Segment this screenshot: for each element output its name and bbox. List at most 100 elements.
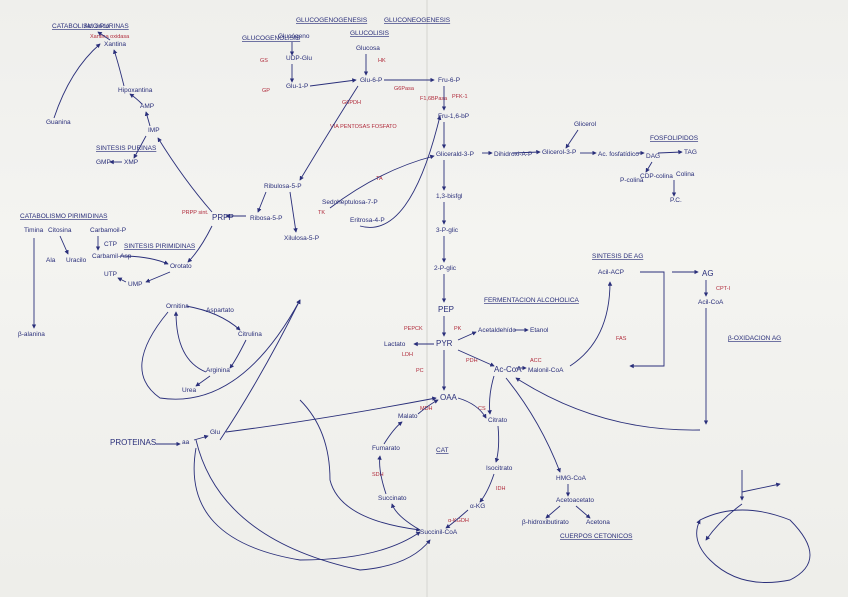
- node-ump: UMP: [128, 281, 142, 288]
- node-glu-6p: Glu-6-P: [360, 77, 382, 84]
- header-beta-oxidacion: β-OXIDACION AG: [728, 335, 781, 342]
- node-ac-urico: Ac. úrico: [84, 23, 110, 30]
- node-glicerol-3p: Glicerol-3-P: [542, 149, 576, 156]
- node-xmp: XMP: [124, 159, 138, 166]
- header-catabolismo-pirimidinas: CATABOLISMO PIRIMIDINAS: [20, 213, 108, 220]
- node-pep: PEP: [438, 305, 454, 314]
- header-fosfolipidos: FOSFOLIPIDOS: [650, 135, 699, 142]
- enzyme-mdh: MDH: [420, 406, 433, 412]
- node-acetona: Acetona: [586, 519, 610, 526]
- header-cuerpos-cetonicos: CUERPOS CETONICOS: [560, 533, 633, 540]
- node-pg3: 3-P-glic: [436, 227, 459, 234]
- node-fru-16bp: Fru-1,6-bP: [438, 113, 469, 120]
- header-fermentacion: FERMENTACION ALCOHOLICA: [484, 297, 580, 304]
- header-cat: CAT: [436, 447, 449, 454]
- node-glucogeno: Glucógeno: [278, 33, 310, 40]
- node-fru-6p: Fru-6-P: [438, 77, 460, 84]
- node-hipoxantina: Hipoxantina: [118, 87, 153, 94]
- header-via-pentosas: VIA PENTOSAS FOSFATO: [330, 124, 397, 130]
- node-gmp: GMP: [96, 159, 111, 166]
- node-glutamato: Glu: [210, 429, 221, 436]
- header-glucolisis: GLUCOLISIS: [350, 30, 390, 37]
- node-citrulina: Citrulina: [238, 331, 262, 338]
- node-ribosa-5p: Ribosa-5-P: [250, 215, 283, 222]
- enzyme-fas: FAS: [616, 336, 627, 342]
- node-isocitrato: Isocitrato: [486, 465, 513, 472]
- enzyme-cs: CS: [478, 406, 486, 412]
- enzyme-gp: GP: [262, 88, 270, 94]
- header-glucogenogenesis: GLUCOGENOGENESIS: [296, 17, 368, 24]
- node-acil-acp: Acil-ACP: [598, 269, 624, 276]
- enzyme-ta: TA: [376, 176, 383, 182]
- node-carbamil: Carbamil-Asp: [92, 253, 132, 260]
- node-b-alanina: β-alanina: [18, 331, 45, 338]
- enzyme-cpt1: CPT-I: [716, 286, 731, 292]
- node-dag: DAG: [646, 153, 660, 160]
- node-utp: UTP: [104, 271, 117, 278]
- enzyme-f16bpasa: F1,6BPasa: [420, 96, 448, 102]
- node-imp: IMP: [148, 127, 160, 134]
- header-sintesis-pirimidinas: SINTESIS PIRIMIDINAS: [124, 243, 196, 250]
- header-glucogenolisis: GLUCOGENOLISIS: [242, 35, 301, 42]
- node-acil-coa: Acil-CoA: [698, 299, 724, 306]
- node-carbamoil-p: Carbamoil-P: [90, 227, 126, 234]
- node-tag: TAG: [684, 149, 697, 156]
- node-eritrosa: Eritrosa-4-P: [350, 217, 385, 224]
- node-succinil-coa: Succinil-CoA: [420, 529, 458, 536]
- node-acetil-coa: Ac-CoA: [494, 365, 522, 374]
- node-acetaldehido: Acetaldehído: [478, 327, 516, 334]
- enzyme-tk: TK: [318, 210, 325, 216]
- header-catabolismo-purinas: CATABOLISMO PURINAS: [52, 23, 129, 30]
- node-lactato: Lactato: [384, 341, 406, 348]
- node-ctp: CTP: [104, 241, 117, 248]
- enzyme-ldh: LDH: [402, 352, 413, 358]
- node-xantina: Xantina: [104, 41, 126, 48]
- enzyme-pfk: PFK-1: [452, 94, 468, 100]
- enzyme-pdh: PDH: [466, 358, 478, 364]
- enzyme-akgdh: α-KGDH: [448, 518, 469, 524]
- node-ag: AG: [702, 269, 714, 278]
- node-hmg-coa: HMG-CoA: [556, 475, 587, 482]
- node-udp-glu: UDP-Glu: [286, 55, 312, 62]
- header-proteinas: PROTEINAS: [110, 438, 156, 447]
- node-aspartato: Aspartato: [206, 307, 234, 314]
- node-cdp-colina: CDP-colina: [640, 173, 673, 180]
- node-glu-1p: Glu-1-P: [286, 83, 308, 90]
- node-malonil-coa: Malonil-CoA: [528, 367, 564, 374]
- node-colina: Colina: [676, 171, 695, 178]
- enzyme-pepck: PEPCK: [404, 326, 423, 332]
- node-alanina: Ala: [46, 257, 56, 264]
- node-hidroxibutirato: β-hidroxibutirato: [522, 519, 569, 526]
- enzyme-xantina-oxidasa: Xantina oxidasa: [90, 34, 130, 40]
- node-uracilo: Uracilo: [66, 257, 87, 264]
- node-guanina: Guanina: [46, 119, 71, 126]
- enzyme-sdh: SDH: [372, 472, 384, 478]
- node-sedoheptulosa: Sedoheptulosa-7-P: [322, 199, 378, 206]
- enzyme-g6pdh: G6PDH: [342, 100, 361, 106]
- enzyme-pc: PC: [416, 368, 424, 374]
- node-glicerol: Glicerol: [574, 121, 597, 128]
- node-malato: Malato: [398, 413, 418, 420]
- node-pg2: 2-P-glic: [434, 265, 457, 272]
- node-amp: AMP: [140, 103, 154, 110]
- node-prpp: PRPP: [212, 213, 234, 222]
- enzyme-acc: ACC: [530, 358, 542, 364]
- enzyme-prpp-sintetasa: PRPP sint.: [182, 210, 209, 216]
- enzyme-idh: IDH: [496, 486, 506, 492]
- node-ribulosa-5p: Ribulosa-5-P: [264, 183, 302, 190]
- node-dhap: Dihidroxi-A-P: [494, 151, 532, 158]
- node-akg: α-KG: [470, 503, 485, 510]
- node-cetona: Acetoacetato: [556, 497, 594, 504]
- enzyme-gs: GS: [260, 58, 268, 64]
- node-etanol: Etanol: [530, 327, 549, 334]
- header-gluconeogenesis: GLUCONEOGENESIS: [384, 17, 451, 24]
- node-fumarato: Fumarato: [372, 445, 400, 452]
- node-glucosa-top: Glucosa: [356, 45, 380, 52]
- node-citosina: Citosina: [48, 227, 72, 234]
- node-arginina: Arginina: [206, 367, 230, 374]
- node-pc: P.C.: [670, 197, 682, 204]
- header-sintesis-ag: SINTESIS DE AG: [592, 253, 643, 260]
- node-ac-fosfatidico: Ac. fosfatídico: [598, 151, 639, 158]
